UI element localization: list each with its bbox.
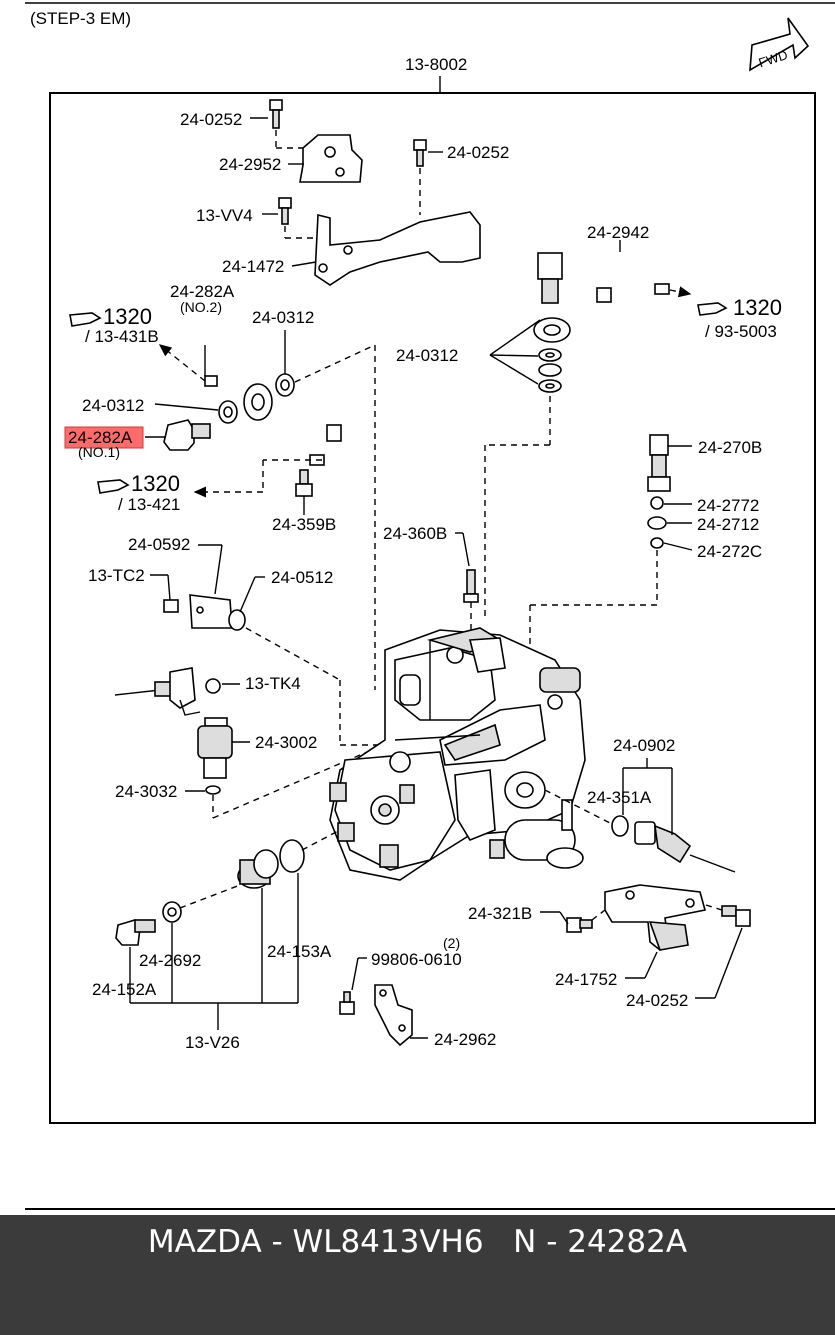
callout-13-v26: 13-V26: [185, 1033, 240, 1052]
callout-24-270b: 24-270B: [698, 438, 762, 457]
oring-24-2712: [647, 516, 667, 530]
bracket-24-1752: [604, 884, 707, 952]
bracket-24-2952: [299, 134, 363, 183]
footer-bar: [0, 1215, 835, 1335]
bracket-24-1472: [314, 211, 481, 286]
bolt-24-0252-mid: [413, 139, 427, 167]
callout-no1: (NO.1): [78, 444, 120, 460]
banjo-bolt-24-152a: [115, 919, 156, 946]
callout-24-0512: 24-0512: [271, 568, 333, 587]
callout-24-2712: 24-2712: [697, 515, 759, 534]
callout-24-0252-c: 24-0252: [626, 991, 688, 1010]
bolt-24-321b: [566, 917, 593, 933]
oring-24-0512: [228, 609, 246, 631]
callout-24-0312-a: 24-0312: [252, 308, 314, 327]
valve-24-270b: [647, 434, 671, 492]
callout-24-321b: 24-321B: [468, 904, 532, 923]
step-label: (STEP-3 EM): [30, 9, 131, 28]
diagram-frame: [49, 92, 816, 1124]
callout-24-2692: 24-2692: [139, 951, 201, 970]
cover-24-0592: [189, 594, 233, 629]
footer-rule: [25, 1208, 835, 1210]
assembly-ref: 13-8002: [405, 55, 467, 74]
callout-24-1752: 24-1752: [555, 970, 617, 989]
bolt-13-vv4: [278, 197, 292, 225]
seat-24-272c: [650, 537, 664, 549]
callout-13-vv4: 13-VV4: [196, 206, 253, 225]
callout-24-351a: 24-351A: [587, 788, 652, 807]
callout-13-tk4: 13-TK4: [245, 674, 301, 693]
callout-24-2942: 24-2942: [587, 223, 649, 242]
callout-24-360b: 24-360B: [383, 524, 447, 543]
sensor-24-0902: [634, 821, 736, 873]
callout-24-1472: 24-1472: [222, 257, 284, 276]
callout-24-0312-c: 24-0312: [82, 396, 144, 415]
oring-24-153a: [279, 839, 305, 873]
oring-24-351a: [611, 815, 629, 837]
callout-24-152a: 24-152A: [92, 980, 157, 999]
callout-24-2952: 24-2952: [219, 155, 281, 174]
callout-99806-0610: 99806-0610: [371, 950, 462, 969]
bolt-24-359b: [295, 469, 313, 497]
fitting-24-153a: [237, 849, 279, 889]
bolt-24-0252-top: [269, 99, 283, 129]
spring-24-2772: [650, 496, 664, 510]
callout-24-0252-b: 24-0252: [447, 143, 509, 162]
bolt-13-tc2: [163, 599, 179, 613]
callout-no2: (NO.2): [180, 299, 222, 315]
callout-24-272c: 24-272C: [697, 542, 762, 561]
sensor-13-tk4: [114, 667, 221, 716]
callout-24-3002: 24-3002: [255, 733, 317, 752]
callout-24-0252-a: 24-0252: [180, 110, 242, 129]
banjo-bolt-24-282a-no1: [163, 419, 211, 451]
pointing-hand-icon-left-1: [69, 312, 102, 327]
oring-24-3032: [205, 785, 221, 795]
parts-diagram: (STEP-3 EM) FWD 13-8002: [25, 2, 835, 1124]
callout-1320-c: 1320: [131, 471, 180, 496]
highlight-box: [64, 426, 144, 449]
callout-24-359b: 24-359B: [272, 515, 336, 534]
injection-pump-body: [329, 627, 586, 881]
callout-24-2962: 24-2962: [434, 1030, 496, 1049]
callout-1320-c-sub: / 13-421: [118, 495, 180, 514]
callout-1320-a-sub: / 13-431B: [85, 327, 159, 346]
footer-part-number: MAZDA - WL8413VH6 N - 24282A: [147, 1224, 688, 1260]
bolt-24-360b: [463, 569, 479, 603]
callout-24-3032: 24-3032: [115, 782, 177, 801]
callout-24-282a-no1: 24-282A: [68, 428, 133, 447]
callout-1320-a: 1320: [103, 304, 152, 329]
callout-1320-b: 1320: [733, 295, 782, 320]
callout-99806-qty: (2): [443, 935, 460, 951]
callout-24-282a-no2: 24-282A: [170, 282, 235, 301]
bolt-24-0252-lower: [721, 905, 751, 927]
callout-24-153a: 24-153A: [267, 942, 332, 961]
callout-24-2772: 24-2772: [697, 496, 759, 515]
banjo-bolt-24-2942: [537, 252, 563, 304]
callout-24-0902: 24-0902: [613, 736, 675, 755]
callout-1320-b-sub: / 93-5003: [705, 322, 777, 341]
solenoid-24-3002: [197, 717, 233, 779]
bolt-99806-0610: [339, 991, 355, 1015]
fwd-arrow-icon: FWD: [749, 17, 810, 72]
callout-24-0592: 24-0592: [128, 535, 190, 554]
pointing-hand-icon-left-2: [97, 479, 130, 494]
callout-13-tc2: 13-TC2: [88, 566, 145, 585]
washers-24-0312-right: [538, 348, 562, 393]
callout-24-0312-b: 24-0312: [396, 346, 458, 365]
pointing-hand-icon-right: [697, 302, 728, 316]
